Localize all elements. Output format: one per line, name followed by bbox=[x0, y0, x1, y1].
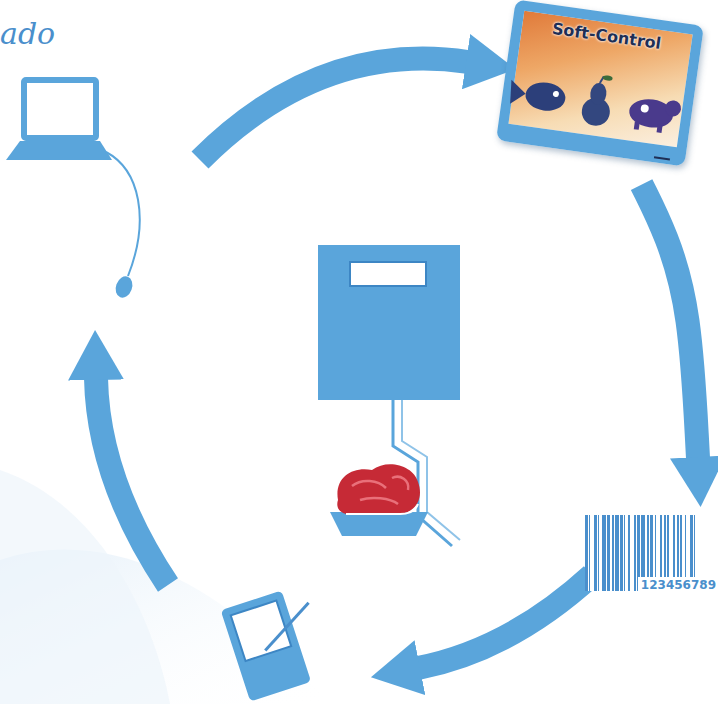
stylus bbox=[255, 603, 318, 651]
fish-icon bbox=[508, 78, 567, 114]
cycle-arrow bbox=[200, 59, 468, 160]
handheld-icon bbox=[221, 584, 332, 702]
scale-display bbox=[350, 262, 426, 286]
mouse-cable bbox=[106, 152, 140, 276]
pear-icon bbox=[580, 73, 615, 128]
handheld-body bbox=[221, 590, 312, 701]
scale-body bbox=[318, 245, 460, 400]
laptop-icon bbox=[6, 80, 140, 300]
monitor-screen: Soft-Control bbox=[496, 0, 704, 167]
mouse bbox=[113, 274, 136, 300]
scale-icon bbox=[318, 245, 460, 546]
background-swoosh bbox=[0, 470, 170, 704]
title-fragment: ado bbox=[0, 16, 55, 51]
barcode-number: 123456789 bbox=[638, 577, 718, 592]
monitor-led bbox=[654, 157, 670, 159]
barcode-label: 123456789 bbox=[585, 515, 718, 605]
steak-marbling bbox=[352, 477, 408, 504]
scale-pan bbox=[330, 512, 428, 536]
cycle-arrow bbox=[96, 378, 168, 585]
steak-edge bbox=[346, 504, 418, 514]
flow-arrow bbox=[642, 185, 698, 459]
screen-icons bbox=[504, 62, 685, 160]
software-name: Soft-Control bbox=[521, 15, 692, 57]
cow-icon bbox=[627, 95, 682, 136]
steak bbox=[337, 464, 420, 514]
laptop-base bbox=[6, 141, 112, 160]
laptop-screen bbox=[24, 80, 96, 138]
cycle-arrow bbox=[418, 575, 592, 668]
